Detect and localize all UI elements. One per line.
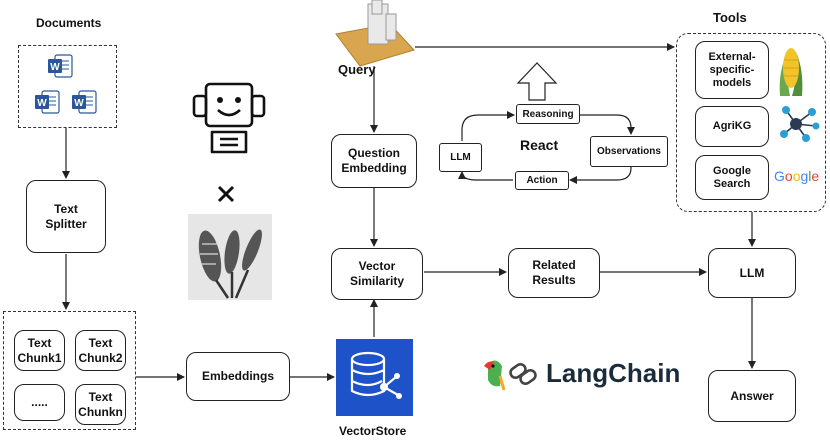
tool-agrikg: AgriKG: [695, 106, 769, 147]
tools-group: [676, 33, 826, 212]
google-logo: Google: [774, 168, 820, 184]
observations-node: Observations: [590, 136, 668, 167]
word-document-icon: W: [72, 90, 97, 114]
word-document-icon: W: [48, 54, 73, 78]
arrow-observations-to-action: [569, 167, 632, 184]
svg-text:W: W: [37, 98, 47, 109]
answer-node: Answer: [708, 370, 796, 422]
embeddings-node: Embeddings: [186, 352, 290, 401]
action-node: Action: [515, 171, 569, 190]
llm-node: LLM: [708, 248, 796, 298]
tool-google-search: Google Search: [695, 155, 769, 200]
arrow-llm-to-reasoning: [461, 111, 515, 141]
svg-text:W: W: [50, 62, 60, 73]
chunk-node: .....: [14, 384, 65, 421]
chunk-node: Text Chunk1: [14, 330, 65, 371]
arrow-reasoning-to-observations: [580, 114, 635, 135]
robot-icon: [192, 82, 266, 154]
chunks-group: [3, 311, 136, 430]
langchain-wordmark: LangChain: [546, 358, 681, 388]
word-document-icon: W: [35, 90, 60, 114]
documents-title: Documents: [36, 16, 102, 30]
reasoning-node: Reasoning: [516, 104, 580, 124]
vector-similarity-node: Vector Similarity: [331, 248, 423, 300]
related-results-node: Related Results: [508, 248, 600, 298]
corn-icon: [779, 48, 803, 96]
langchain-logo-icon: [484, 360, 537, 391]
knowledge-graph-icon: [780, 106, 820, 142]
query-icon: [335, 0, 415, 67]
arrow-action-to-llm: [458, 171, 513, 181]
vectorstore-icon: [336, 339, 413, 416]
query-label: Query: [338, 62, 376, 77]
crops-icon: [188, 214, 272, 300]
svg-text:W: W: [74, 98, 84, 109]
question-embedding-node: Question Embedding: [331, 134, 417, 188]
vectorstore-label: VectorStore: [339, 424, 407, 438]
tool-external-models: External- specific- models: [695, 41, 769, 99]
chunk-node: Text Chunk2: [75, 330, 126, 371]
chunk-node: Text Chunkn: [75, 384, 126, 425]
react-title: React: [520, 137, 559, 153]
tools-title: Tools: [713, 10, 747, 25]
hollow-up-arrow: [516, 62, 558, 101]
times-icon: [217, 185, 235, 203]
documents-group: [18, 45, 117, 128]
text-splitter-node: Text Splitter: [26, 180, 106, 253]
react-llm-node: LLM: [439, 143, 482, 172]
